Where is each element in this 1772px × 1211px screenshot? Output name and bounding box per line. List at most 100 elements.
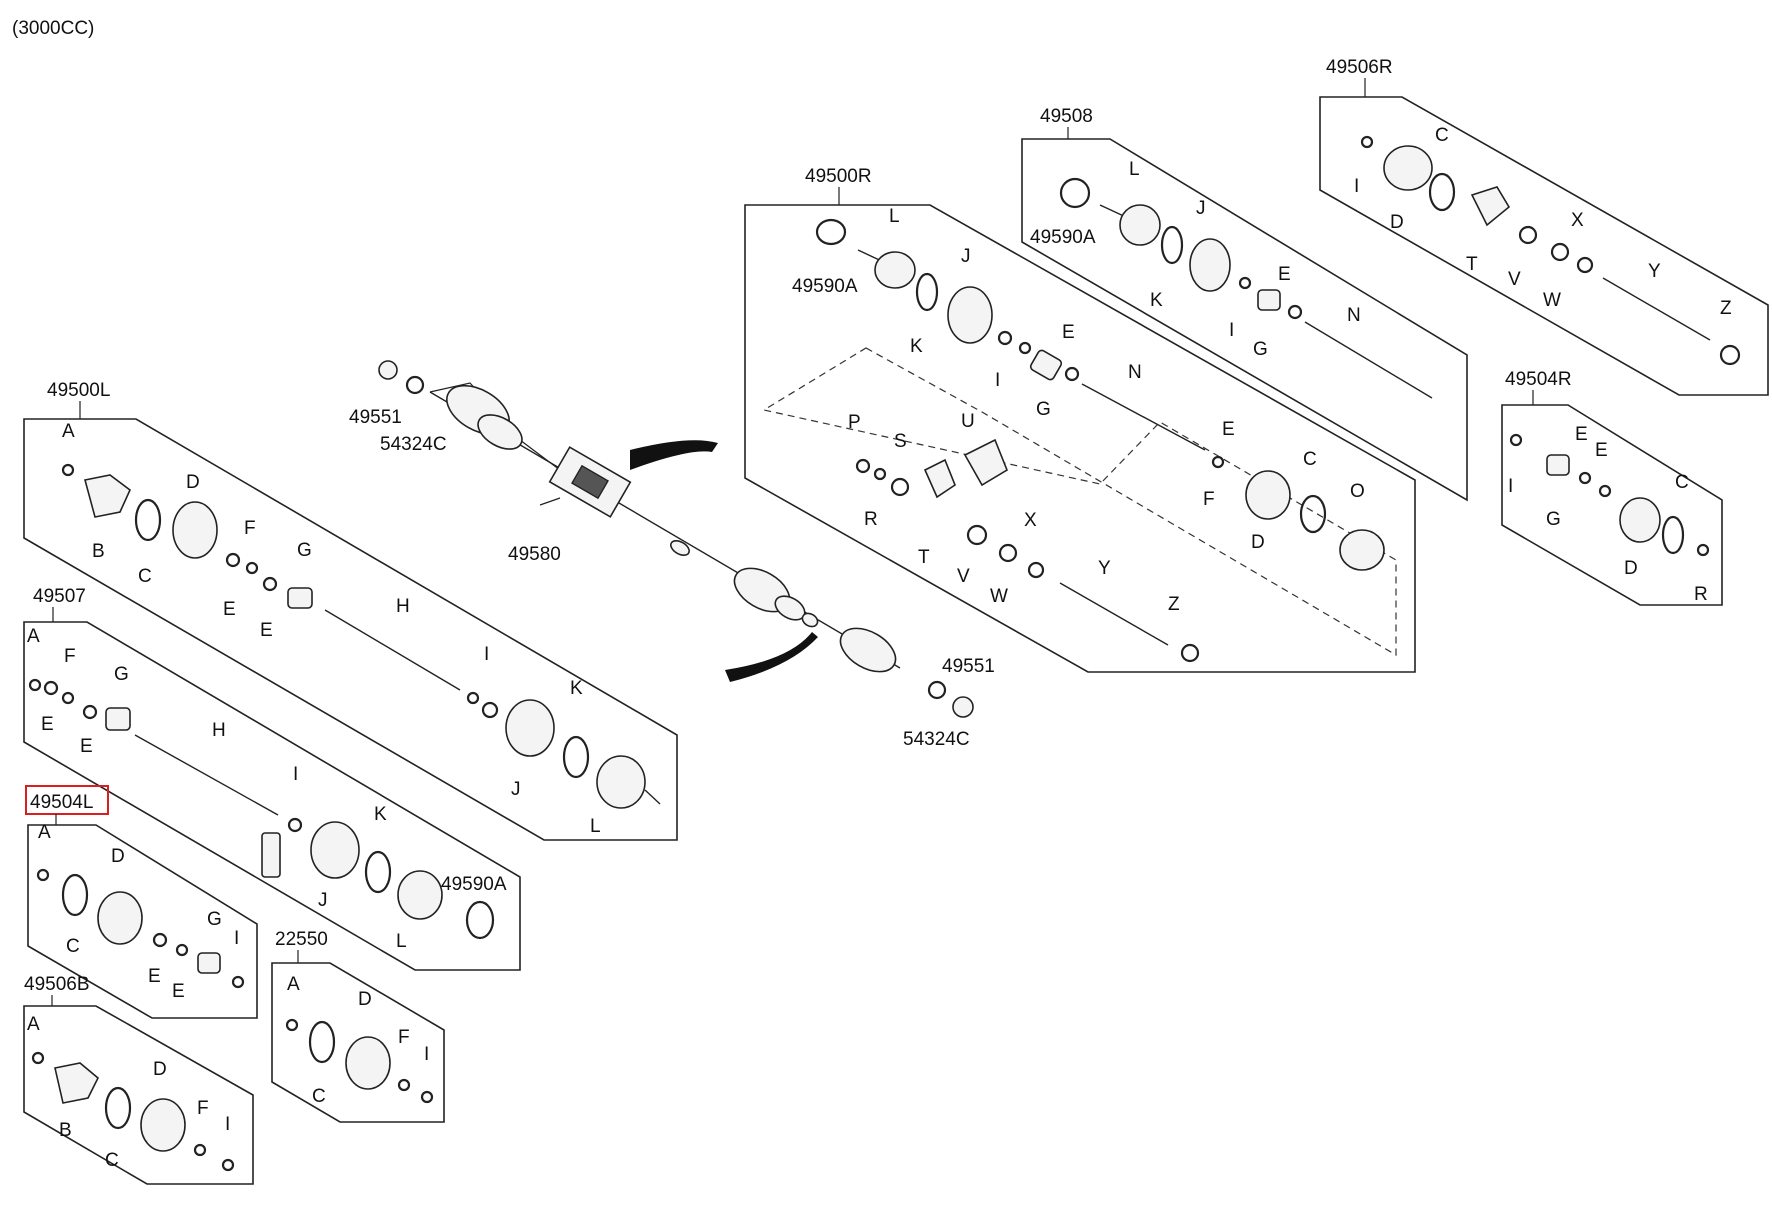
highlight-box [25, 785, 109, 815]
label-49580[interactable]: 49580 [508, 544, 561, 565]
letter-G: G [114, 664, 129, 685]
outline-49504L [27, 824, 258, 1019]
letter-C: C [105, 1150, 119, 1171]
letter-I: I [424, 1044, 429, 1065]
label-49551-bottom[interactable]: 49551 [942, 656, 995, 677]
label-49590A-508[interactable]: 49590A [1030, 227, 1096, 248]
letter-J: J [1196, 198, 1206, 219]
letter-E: E [260, 620, 273, 641]
letter-H: H [212, 720, 226, 741]
dashed-bracket-group [762, 347, 1397, 657]
letter-R: R [1694, 584, 1708, 605]
letter-Y: Y [1098, 558, 1111, 579]
letter-B: B [59, 1120, 72, 1141]
letter-H: H [396, 596, 410, 617]
group-49507-parts [28, 678, 495, 940]
letter-K: K [1150, 290, 1163, 311]
letter-I: I [234, 928, 239, 949]
letter-L: L [1129, 159, 1140, 180]
letter-I: I [1508, 476, 1513, 497]
outline-49500L [23, 418, 678, 841]
letter-F: F [64, 646, 76, 667]
letter-E: E [1575, 424, 1588, 445]
letter-G: G [207, 909, 222, 930]
outline-49506B [23, 1005, 254, 1185]
label-49504R[interactable]: 49504R [1505, 369, 1572, 390]
letter-D: D [1624, 558, 1638, 579]
group-22550-parts [285, 1018, 434, 1104]
label-49500L[interactable]: 49500L [47, 380, 110, 401]
letter-W: W [1543, 290, 1561, 311]
letter-D: D [111, 846, 125, 867]
letter-E: E [41, 714, 54, 735]
outline-49500R [744, 204, 1416, 673]
letter-W: W [990, 586, 1008, 607]
label-49590A-507[interactable]: 49590A [441, 874, 507, 895]
group-49506B-parts [31, 1051, 235, 1172]
letter-X: X [1571, 210, 1584, 231]
letter-L: L [889, 206, 900, 227]
letter-K: K [910, 336, 923, 357]
letter-I: I [484, 644, 489, 665]
letter-L: L [396, 931, 407, 952]
letter-F: F [244, 518, 256, 539]
group-49500L-parts [61, 463, 661, 809]
letter-E: E [223, 599, 236, 620]
letter-D: D [1390, 212, 1404, 233]
letter-B: B [92, 541, 105, 562]
letter-E: E [172, 981, 185, 1002]
letter-C: C [1435, 125, 1449, 146]
label-49506B[interactable]: 49506B [24, 974, 90, 995]
letter-J: J [511, 779, 521, 800]
letter-J: J [318, 890, 328, 911]
letter-L: L [590, 816, 601, 837]
letter-D: D [153, 1059, 167, 1080]
letter-C: C [1303, 449, 1317, 470]
letter-O: O [1350, 481, 1365, 502]
label-49500R[interactable]: 49500R [805, 166, 872, 187]
letter-G: G [1546, 509, 1561, 530]
letter-F: F [197, 1098, 209, 1119]
letter-I: I [1354, 176, 1359, 197]
letter-D: D [358, 989, 372, 1010]
letter-V: V [1508, 269, 1521, 290]
letter-C: C [312, 1086, 326, 1107]
letter-Y: Y [1648, 261, 1661, 282]
label-49551-top[interactable]: 49551 [349, 407, 402, 428]
label-49506R[interactable]: 49506R [1326, 57, 1393, 78]
group-49506R-parts [1360, 135, 1741, 366]
letter-G: G [297, 540, 312, 561]
outline-49506R [1319, 96, 1769, 396]
outline-49504R [1501, 404, 1723, 606]
letter-E: E [1062, 322, 1075, 343]
letter-E: E [1278, 264, 1291, 285]
letter-E: E [80, 736, 93, 757]
letter-J: J [961, 246, 971, 267]
group-leaders [51, 78, 1534, 1006]
label-54324C-top[interactable]: 54324C [380, 434, 447, 455]
label-49507[interactable]: 49507 [33, 586, 86, 607]
letter-R: R [864, 509, 878, 530]
letter-U: U [961, 411, 975, 432]
letter-E: E [1595, 440, 1608, 461]
letter-I: I [995, 370, 1000, 391]
letter-K: K [570, 678, 583, 699]
group-49508-parts [1059, 177, 1433, 399]
letter-G: G [1036, 399, 1051, 420]
letter-C: C [66, 936, 80, 957]
letter-N: N [1347, 305, 1361, 326]
letter-T: T [918, 547, 930, 568]
label-49590A-r[interactable]: 49590A [792, 276, 858, 297]
letter-A: A [62, 421, 75, 442]
label-49508[interactable]: 49508 [1040, 106, 1093, 127]
letter-C: C [1675, 472, 1689, 493]
label-22550[interactable]: 22550 [275, 929, 328, 950]
label-54324C-bottom[interactable]: 54324C [903, 729, 970, 750]
letter-F: F [1203, 489, 1215, 510]
group-49500R-parts [815, 218, 1385, 663]
group-49504L-parts [36, 868, 245, 989]
letter-E: E [1222, 419, 1235, 440]
label-49504L[interactable]: 49504L [30, 792, 93, 813]
letter-S: S [894, 431, 907, 452]
